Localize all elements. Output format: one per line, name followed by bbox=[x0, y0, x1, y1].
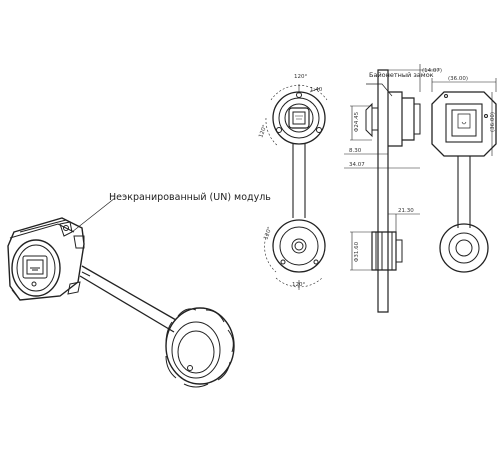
module-label: Неэкранированный (UN) модуль bbox=[109, 192, 271, 203]
dim-angle-top: 120° bbox=[294, 74, 307, 80]
dim-14-07: (14.07) bbox=[422, 68, 442, 74]
isometric-connector bbox=[7, 217, 235, 388]
dim-angle-bottom: 120° bbox=[292, 282, 305, 288]
dim-36-00-top: (36.00) bbox=[448, 76, 468, 82]
dim-34-07: 34.07 bbox=[349, 162, 365, 168]
bayonet-label: Байонетный замок bbox=[369, 71, 434, 79]
bayonet-leader-line bbox=[366, 83, 393, 97]
dim-8-30: 8.30 bbox=[349, 148, 362, 154]
dim-angle-bottom-left: 120° bbox=[263, 226, 273, 241]
rear-view bbox=[431, 78, 497, 273]
side-view bbox=[344, 64, 440, 313]
isometric-cap bbox=[165, 307, 235, 388]
dim-angle-left: 120° bbox=[258, 124, 268, 139]
dim-phi-24-45: Φ24.45 bbox=[354, 111, 360, 132]
front-view bbox=[264, 84, 328, 290]
module-leader-line bbox=[71, 197, 116, 233]
dim-21-30: 21.30 bbox=[398, 208, 414, 214]
dim-1-40: 1.40 bbox=[310, 87, 323, 93]
dim-36-00-side: (36.00) bbox=[490, 112, 496, 132]
dim-phi-31-60: Φ31.60 bbox=[354, 241, 360, 262]
